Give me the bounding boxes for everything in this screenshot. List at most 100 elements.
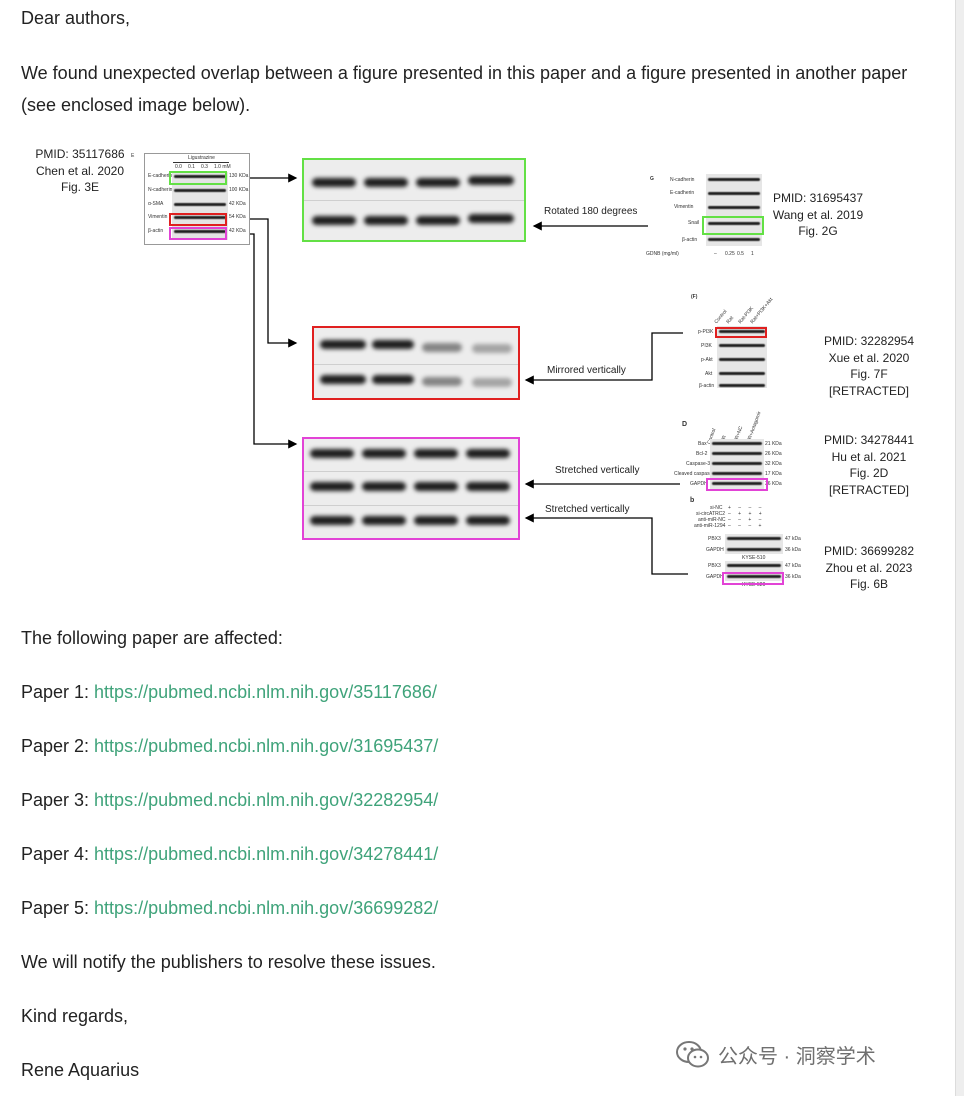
c4-condition: si-circATRC2	[696, 511, 726, 517]
c4-highlight-magenta	[722, 572, 784, 585]
compare-blot-zhou: b si-NC si-circATRC2 anti-miR-NC anti-mi…	[688, 497, 804, 593]
source-row-label: β-actin	[148, 228, 164, 234]
source-pmid: PMID: 35117686	[35, 147, 125, 161]
source-dose: 1.0 mM	[214, 164, 231, 170]
paper-3-label: Paper 3:	[21, 790, 95, 810]
c4-condition: anti-miR-NC	[698, 517, 726, 523]
c3-highlight-magenta	[706, 478, 768, 491]
c4-signs: – – – +	[728, 523, 762, 529]
c1-row-label: N-cadherin	[670, 177, 695, 183]
source-kda: 42 KDa	[229, 201, 246, 207]
source-highlight-magenta	[169, 227, 227, 240]
c4-condition: anti-miR-1294	[694, 523, 726, 529]
c3-fig: Fig. 2D	[849, 466, 889, 480]
c1-highlight-green	[702, 216, 764, 235]
source-kda: 42 KDa	[229, 228, 246, 234]
c2-pmid: PMID: 32282954	[823, 334, 915, 348]
compare-blot-xue: (F) Control Rat Rat-PI3K Rat+PI3K+Akt p-…	[683, 293, 779, 389]
c2-row-label: p-PI3K	[698, 329, 714, 335]
watermark: 公众号 · 洞察学术	[676, 1040, 876, 1069]
source-highlight-green	[169, 171, 227, 185]
c1-x-label: GDNB (mg/ml)	[646, 251, 679, 257]
intro-paragraph: We found unexpected overlap between a fi…	[21, 63, 908, 115]
wechat-icon	[676, 1040, 710, 1069]
closing: Kind regards,	[21, 1006, 129, 1026]
c2-row-label: Akt	[705, 371, 713, 377]
overlap-figure: PMID: 35117686 Chen et al. 2020 Fig. 3E …	[0, 140, 950, 600]
red-enlarged-blot	[312, 326, 520, 400]
paper-1-line: Paper 1: https://pubmed.ncbi.nlm.nih.gov…	[21, 676, 437, 708]
c4-kda: 47 kDa	[785, 536, 801, 542]
c1-fig: Fig. 2G	[798, 224, 838, 238]
c2-fig: Fig. 7F	[850, 367, 888, 381]
magenta-enlarged-blot	[302, 437, 520, 540]
c3-panel-letter: D	[682, 421, 688, 428]
c3-row-label: Bcl-2	[696, 451, 708, 457]
source-fig: Fig. 3E	[60, 180, 99, 194]
c3-pmid: PMID: 34278441	[823, 433, 915, 447]
c2-row-label: β-actin	[699, 383, 715, 389]
c1-panel-letter: G	[650, 176, 654, 182]
paper-1-label: Paper 1:	[21, 682, 95, 702]
source-kda: 100 KDa	[229, 187, 249, 193]
c2-status: [RETRACTED]	[828, 383, 909, 398]
watermark-text: 公众号 · 洞察学术	[718, 1046, 876, 1068]
c3-kda: 17 KDa	[765, 471, 782, 477]
paper-3-link[interactable]: https://pubmed.ncbi.nlm.nih.gov/32282954…	[94, 790, 439, 810]
c3-author: Hu et al. 2021	[831, 449, 907, 464]
source-row-label: α-SMA	[148, 201, 164, 207]
c3-row-label: Cleaved caspase-3	[674, 471, 717, 477]
c4-kda: 47 kDa	[785, 563, 801, 569]
c1-x-value: –	[714, 251, 717, 257]
c2-panel-letter: (F)	[691, 294, 698, 300]
c2-author: Xue et al. 2020	[828, 350, 910, 365]
source-row-label: N-cadherin	[148, 187, 173, 193]
c4-kda: 36 kDa	[785, 547, 801, 553]
c4-signs: + – – –	[728, 505, 762, 511]
c4-row-label: PBX3	[708, 536, 721, 542]
paper-4-label: Paper 4:	[21, 844, 95, 864]
c4-pmid: PMID: 36699282	[823, 544, 915, 558]
c4-kda: 36 kDa	[785, 574, 801, 580]
c3-kda: 32 KDa	[765, 461, 782, 467]
annotation-mirrored: Mirrored vertically	[547, 365, 626, 376]
c4-condition: si-NC	[710, 505, 723, 511]
paper-5-label: Paper 5:	[21, 898, 95, 918]
source-panel-letter: E	[131, 153, 135, 159]
source-treatment-label: Ligustrazine	[188, 155, 215, 161]
c3-row-label: Caspase-3	[686, 461, 711, 467]
c4-cell-line: KYSE-510	[742, 555, 766, 561]
paper-2-link[interactable]: https://pubmed.ncbi.nlm.nih.gov/31695437…	[94, 736, 439, 756]
c3-row-label: Bax	[698, 441, 707, 447]
c2-row-label: p-Akt	[701, 357, 713, 363]
c1-x-value: 0.5	[737, 251, 744, 257]
paper-3-line: Paper 3: https://pubmed.ncbi.nlm.nih.gov…	[21, 784, 438, 816]
source-dose: 0.0	[175, 164, 182, 170]
paper-1-link[interactable]: https://pubmed.ncbi.nlm.nih.gov/35117686…	[94, 682, 437, 702]
paper-5-link[interactable]: https://pubmed.ncbi.nlm.nih.gov/36699282…	[94, 898, 439, 918]
c1-row-label: Snail	[688, 220, 700, 226]
c1-pmid: PMID: 31695437	[772, 191, 864, 205]
c4-author: Zhou et al. 2023	[825, 560, 913, 575]
c4-panel-letter: b	[690, 497, 695, 504]
notify-paragraph: We will notify the publishers to resolve…	[21, 952, 436, 972]
paper-4-link[interactable]: https://pubmed.ncbi.nlm.nih.gov/34278441…	[94, 844, 439, 864]
c4-row-label: PBX3	[708, 563, 721, 569]
c1-row-label: β-actin	[682, 237, 698, 243]
scrollbar-track[interactable]	[955, 0, 964, 1096]
affected-heading: The following paper are affected:	[21, 628, 283, 648]
signature: Rene Aquarius	[21, 1060, 140, 1080]
c4-signs: – – + –	[728, 517, 762, 523]
c3-row-label: GAPDH	[690, 481, 708, 487]
paper-2-label: Paper 2:	[21, 736, 95, 756]
c3-kda: 26 KDa	[765, 451, 782, 457]
paper-2-line: Paper 2: https://pubmed.ncbi.nlm.nih.gov…	[21, 730, 438, 762]
source-author: Chen et al. 2020	[35, 163, 125, 178]
c1-row-label: Vimentin	[674, 204, 694, 210]
paper-5-line: Paper 5: https://pubmed.ncbi.nlm.nih.gov…	[21, 892, 438, 924]
c2-col-label: Rat	[725, 315, 736, 325]
c3-kda: 36 KDa	[765, 481, 782, 487]
greeting: Dear authors,	[21, 8, 131, 28]
source-dose: 0.1	[188, 164, 195, 170]
source-kda: 130 KDa	[229, 173, 249, 179]
